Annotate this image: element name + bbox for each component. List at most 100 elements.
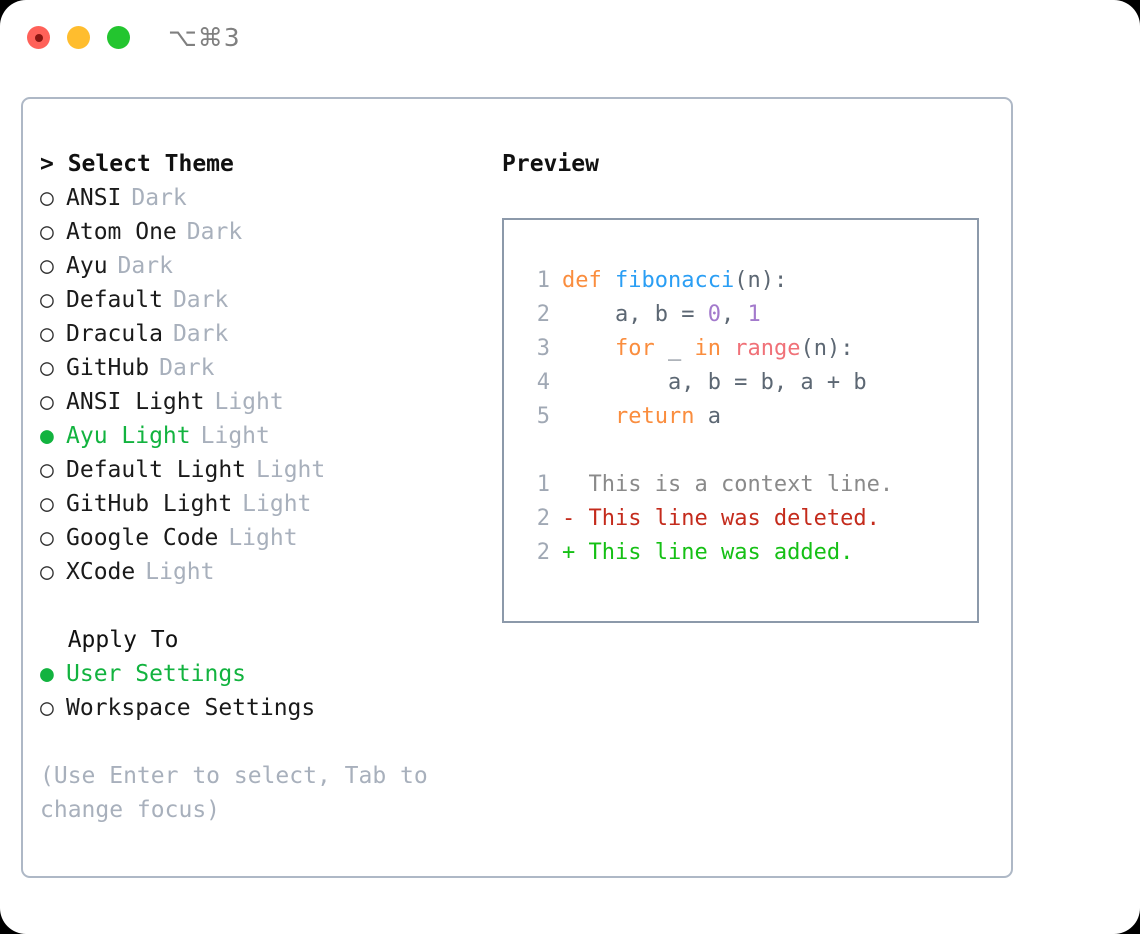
radio-icon: ○ <box>40 559 54 585</box>
code-line: 2 a, b = 0, 1 <box>522 298 977 332</box>
theme-list-item[interactable]: ○ Ayu Dark <box>40 249 500 283</box>
theme-list-item-selected[interactable]: ● Ayu Light Light <box>40 419 500 453</box>
theme-name: Ayu <box>66 253 108 279</box>
theme-variant-tag: Dark <box>172 287 229 313</box>
code-line: 3 for _ in range(n): <box>522 332 977 366</box>
line-number: 1 <box>536 268 550 293</box>
preview-column: Preview 1 def fibonacci(n): 2 a, b = 0, … <box>502 147 992 623</box>
select-theme-header: > Select Theme <box>40 147 500 181</box>
theme-list-item[interactable]: ○ Default Dark <box>40 283 500 317</box>
apply-to-item[interactable]: ○ Workspace Settings <box>40 691 500 725</box>
close-window-button[interactable] <box>27 26 50 49</box>
apply-to-header: Apply To <box>40 623 500 657</box>
theme-variant-tag: Light <box>214 389 284 415</box>
radio-icon: ○ <box>40 457 54 483</box>
apply-to-header-label: Apply To <box>67 627 179 653</box>
diff-line-context: 1 This is a context line. <box>522 468 977 502</box>
theme-name: Google Code <box>66 525 219 551</box>
theme-variant-tag: Light <box>228 525 298 551</box>
code-text: a, b = b, a + b <box>562 370 867 395</box>
theme-name: ANSI <box>66 185 122 211</box>
theme-variant-tag: Light <box>242 491 312 517</box>
theme-name: GitHub <box>66 355 150 381</box>
code-line: 1 def fibonacci(n): <box>522 264 977 298</box>
focus-caret-icon: > <box>40 151 68 177</box>
line-number: 4 <box>536 370 550 395</box>
minimize-window-button[interactable] <box>67 26 90 49</box>
keyboard-shortcut-label: ⌥⌘3 <box>168 23 241 52</box>
code-text: return a <box>562 404 721 429</box>
apply-to-item-selected[interactable]: ● User Settings <box>40 657 500 691</box>
theme-variant-tag: Dark <box>117 253 173 279</box>
theme-list-item[interactable]: ○ ANSI Light Light <box>40 385 500 419</box>
preview-box: 1 def fibonacci(n): 2 a, b = 0, 1 3 for … <box>502 218 979 623</box>
radio-icon: ○ <box>40 219 54 245</box>
window-controls <box>27 26 130 49</box>
radio-icon: ○ <box>40 185 54 211</box>
theme-variant-tag: Light <box>200 423 270 449</box>
radio-icon: ○ <box>40 287 54 313</box>
theme-name: Dracula <box>66 321 163 347</box>
theme-name: GitHub Light <box>66 491 233 517</box>
diff-text: This line was added. <box>588 540 854 565</box>
preview-title: Preview <box>502 151 599 177</box>
theme-list-item[interactable]: ○ Atom One Dark <box>40 215 500 249</box>
theme-list-item[interactable]: ○ GitHub Light Light <box>40 487 500 521</box>
radio-icon: ○ <box>40 491 54 517</box>
apply-to-label: User Settings <box>66 661 247 687</box>
radio-icon: ○ <box>40 695 54 721</box>
radio-icon: ○ <box>40 389 54 415</box>
apply-to-indent <box>40 627 68 653</box>
theme-list-item[interactable]: ○ Dracula Dark <box>40 317 500 351</box>
theme-list-item[interactable]: ○ ANSI Dark <box>40 181 500 215</box>
radio-icon: ○ <box>40 525 54 551</box>
select-theme-header-label: Select Theme <box>67 151 234 177</box>
line-number: 2 <box>536 302 550 327</box>
radio-icon: ○ <box>40 355 54 381</box>
keyboard-hint-text: (Use Enter to select, Tab to change focu… <box>40 763 428 823</box>
radio-icon-selected: ● <box>40 423 54 449</box>
code-text: a, b = 0, 1 <box>562 302 761 327</box>
apply-to-label: Workspace Settings <box>66 695 316 721</box>
section-spacer <box>40 589 500 623</box>
theme-variant-tag: Dark <box>186 219 243 245</box>
diff-line-deleted: 2 - This line was deleted. <box>522 502 977 536</box>
theme-list-item[interactable]: ○ Google Code Light <box>40 521 500 555</box>
preview-spacer <box>522 434 977 468</box>
code-line: 5 return a <box>522 400 977 434</box>
line-number: 5 <box>536 404 550 429</box>
diff-text: This is a context line. <box>588 472 894 497</box>
radio-icon-selected: ● <box>40 661 54 687</box>
theme-name: Default Light <box>66 457 247 483</box>
diff-sample: 1 This is a context line. 2 - This line … <box>522 468 977 570</box>
theme-variant-tag: Dark <box>131 185 187 211</box>
radio-icon: ○ <box>40 253 54 279</box>
zoom-window-button[interactable] <box>107 26 130 49</box>
diff-sign <box>562 468 589 502</box>
theme-list-item[interactable]: ○ Default Light Light <box>40 453 500 487</box>
theme-variant-tag: Dark <box>172 321 229 347</box>
title-bar: ⌥⌘3 <box>0 0 1140 78</box>
theme-variant-tag: Light <box>256 457 326 483</box>
code-text: def fibonacci(n): <box>562 268 788 293</box>
theme-name: Ayu Light <box>66 423 191 449</box>
theme-name: ANSI Light <box>66 389 205 415</box>
theme-name: Default <box>66 287 163 313</box>
line-number: 2 <box>536 540 550 565</box>
code-sample: 1 def fibonacci(n): 2 a, b = 0, 1 3 for … <box>522 264 977 434</box>
diff-sign: + <box>562 540 589 565</box>
diff-line-added: 2 + This line was added. <box>522 536 977 570</box>
code-text: for _ in range(n): <box>562 336 854 361</box>
theme-variant-tag: Light <box>145 559 215 585</box>
theme-name: Atom One <box>66 219 177 245</box>
code-line: 4 a, b = b, a + b <box>522 366 977 400</box>
apply-to-list: ● User Settings ○ Workspace Settings <box>40 657 500 725</box>
radio-icon: ○ <box>40 321 54 347</box>
diff-text: This line was deleted. <box>588 506 880 531</box>
line-number: 1 <box>536 472 550 497</box>
